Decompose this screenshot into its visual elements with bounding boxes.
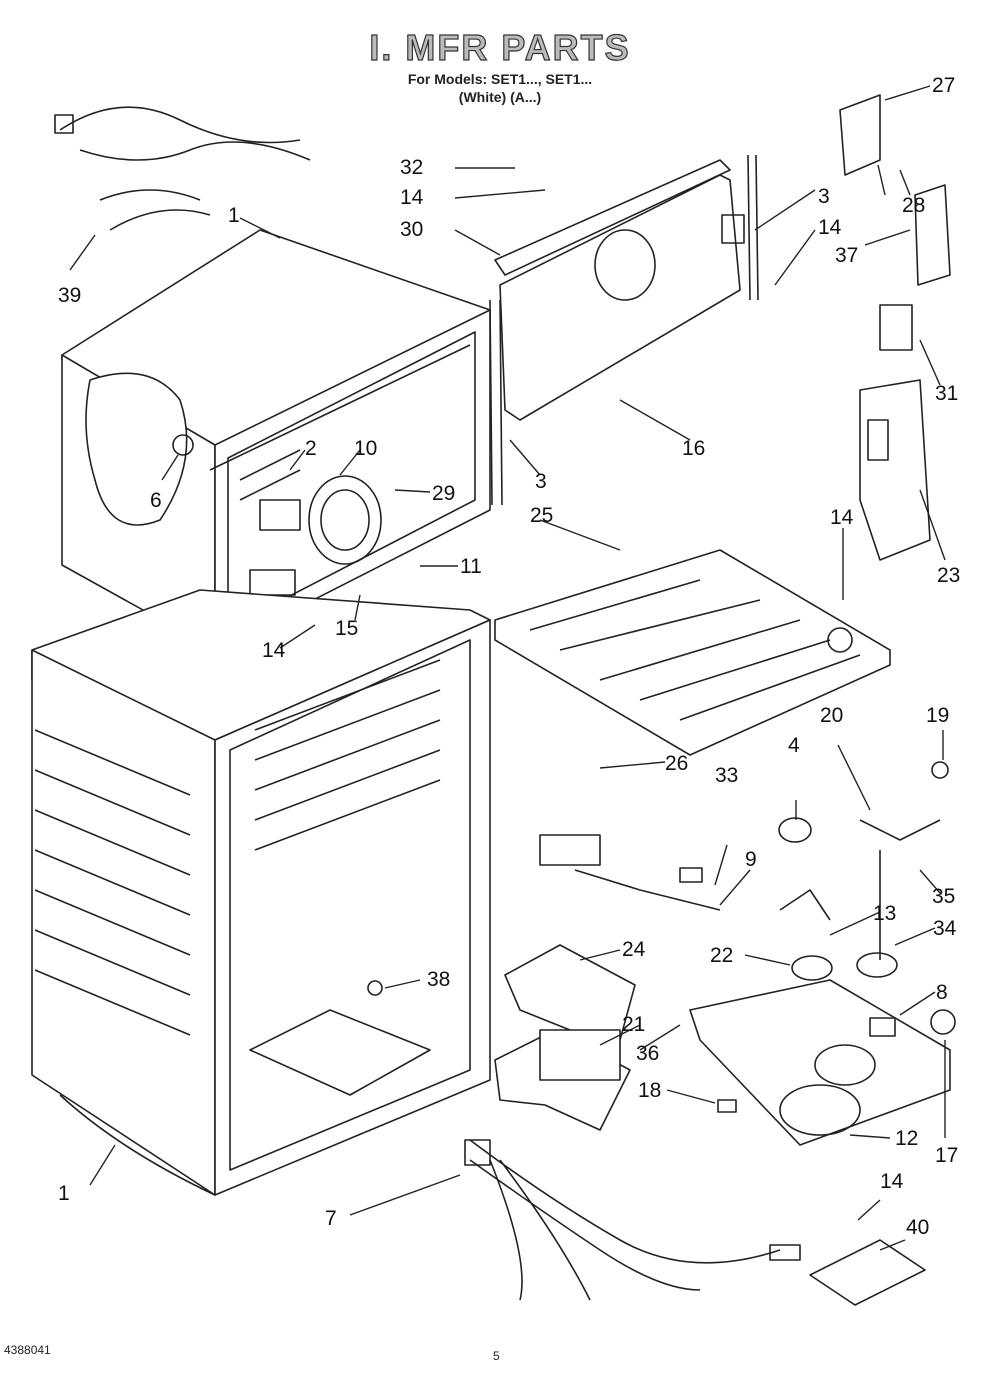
freezer-liner [61,229,491,651]
callout-12: 12 [895,1127,918,1150]
callout-2: 2 [305,437,317,460]
callout-18: 18 [638,1079,661,1102]
callout-7: 7 [325,1207,337,1230]
callout-15: 15 [335,617,358,640]
callout-14: 14 [830,506,854,529]
machine-compartment [689,761,956,1146]
callout-19: 19 [926,704,949,727]
control-housing [839,94,951,561]
evaporator-cover [489,154,759,506]
callout-6: 6 [150,489,162,512]
air-ducts [367,834,737,1131]
callout-22: 22 [710,944,733,967]
callout-23: 23 [937,564,960,587]
leader-lines [69,85,946,1251]
callout-17: 17 [935,1144,958,1167]
callout-36: 36 [636,1042,659,1065]
fresh-food-liner [31,589,491,1196]
freezer-shelf [494,549,891,756]
callout-labels: 27 28 37 31 23 32 14 30 3 14 39 1 6 2 10… [58,74,960,1239]
callout-27: 27 [932,74,955,97]
document-number: 4388041 [4,1343,51,1357]
callout-3: 3 [535,470,547,493]
callout-4: 4 [788,734,800,757]
wiring-harness [54,106,926,1306]
callout-29: 29 [432,482,455,505]
callout-40: 40 [906,1216,929,1239]
callout-24: 24 [622,938,646,961]
callout-31: 31 [935,382,958,405]
callout-39: 39 [58,284,81,307]
callout-25: 25 [530,504,553,527]
callout-14: 14 [262,639,286,662]
diagram-header: I. MFR PARTS For Models: SET1..., SET1..… [0,27,1000,106]
callout-1: 1 [228,204,240,227]
callout-8: 8 [936,981,948,1004]
callout-11: 11 [460,555,482,578]
model-list: For Models: SET1..., SET1... [407,71,593,87]
diagram-title: I. MFR PARTS [369,27,631,68]
callout-32: 32 [400,156,423,179]
callout-13: 13 [873,902,896,925]
callout-34: 34 [933,917,957,940]
model-colors: (White) (A...) [458,89,542,105]
callout-30: 30 [400,218,423,241]
callout-35: 35 [932,885,955,908]
callout-28: 28 [902,194,925,217]
page-number: 5 [493,1349,500,1363]
callout-14: 14 [818,216,842,239]
callout-20: 20 [820,704,843,727]
callout-26: 26 [665,752,688,775]
callout-10: 10 [354,437,377,460]
callout-9: 9 [745,848,757,871]
callout-21: 21 [622,1013,645,1036]
callout-1: 1 [58,1182,70,1205]
callout-37: 37 [835,244,858,267]
callout-16: 16 [682,437,705,460]
callout-14: 14 [400,186,424,209]
callout-33: 33 [715,764,738,787]
callout-14: 14 [880,1170,904,1193]
callout-38: 38 [427,968,450,991]
callout-3: 3 [818,185,830,208]
